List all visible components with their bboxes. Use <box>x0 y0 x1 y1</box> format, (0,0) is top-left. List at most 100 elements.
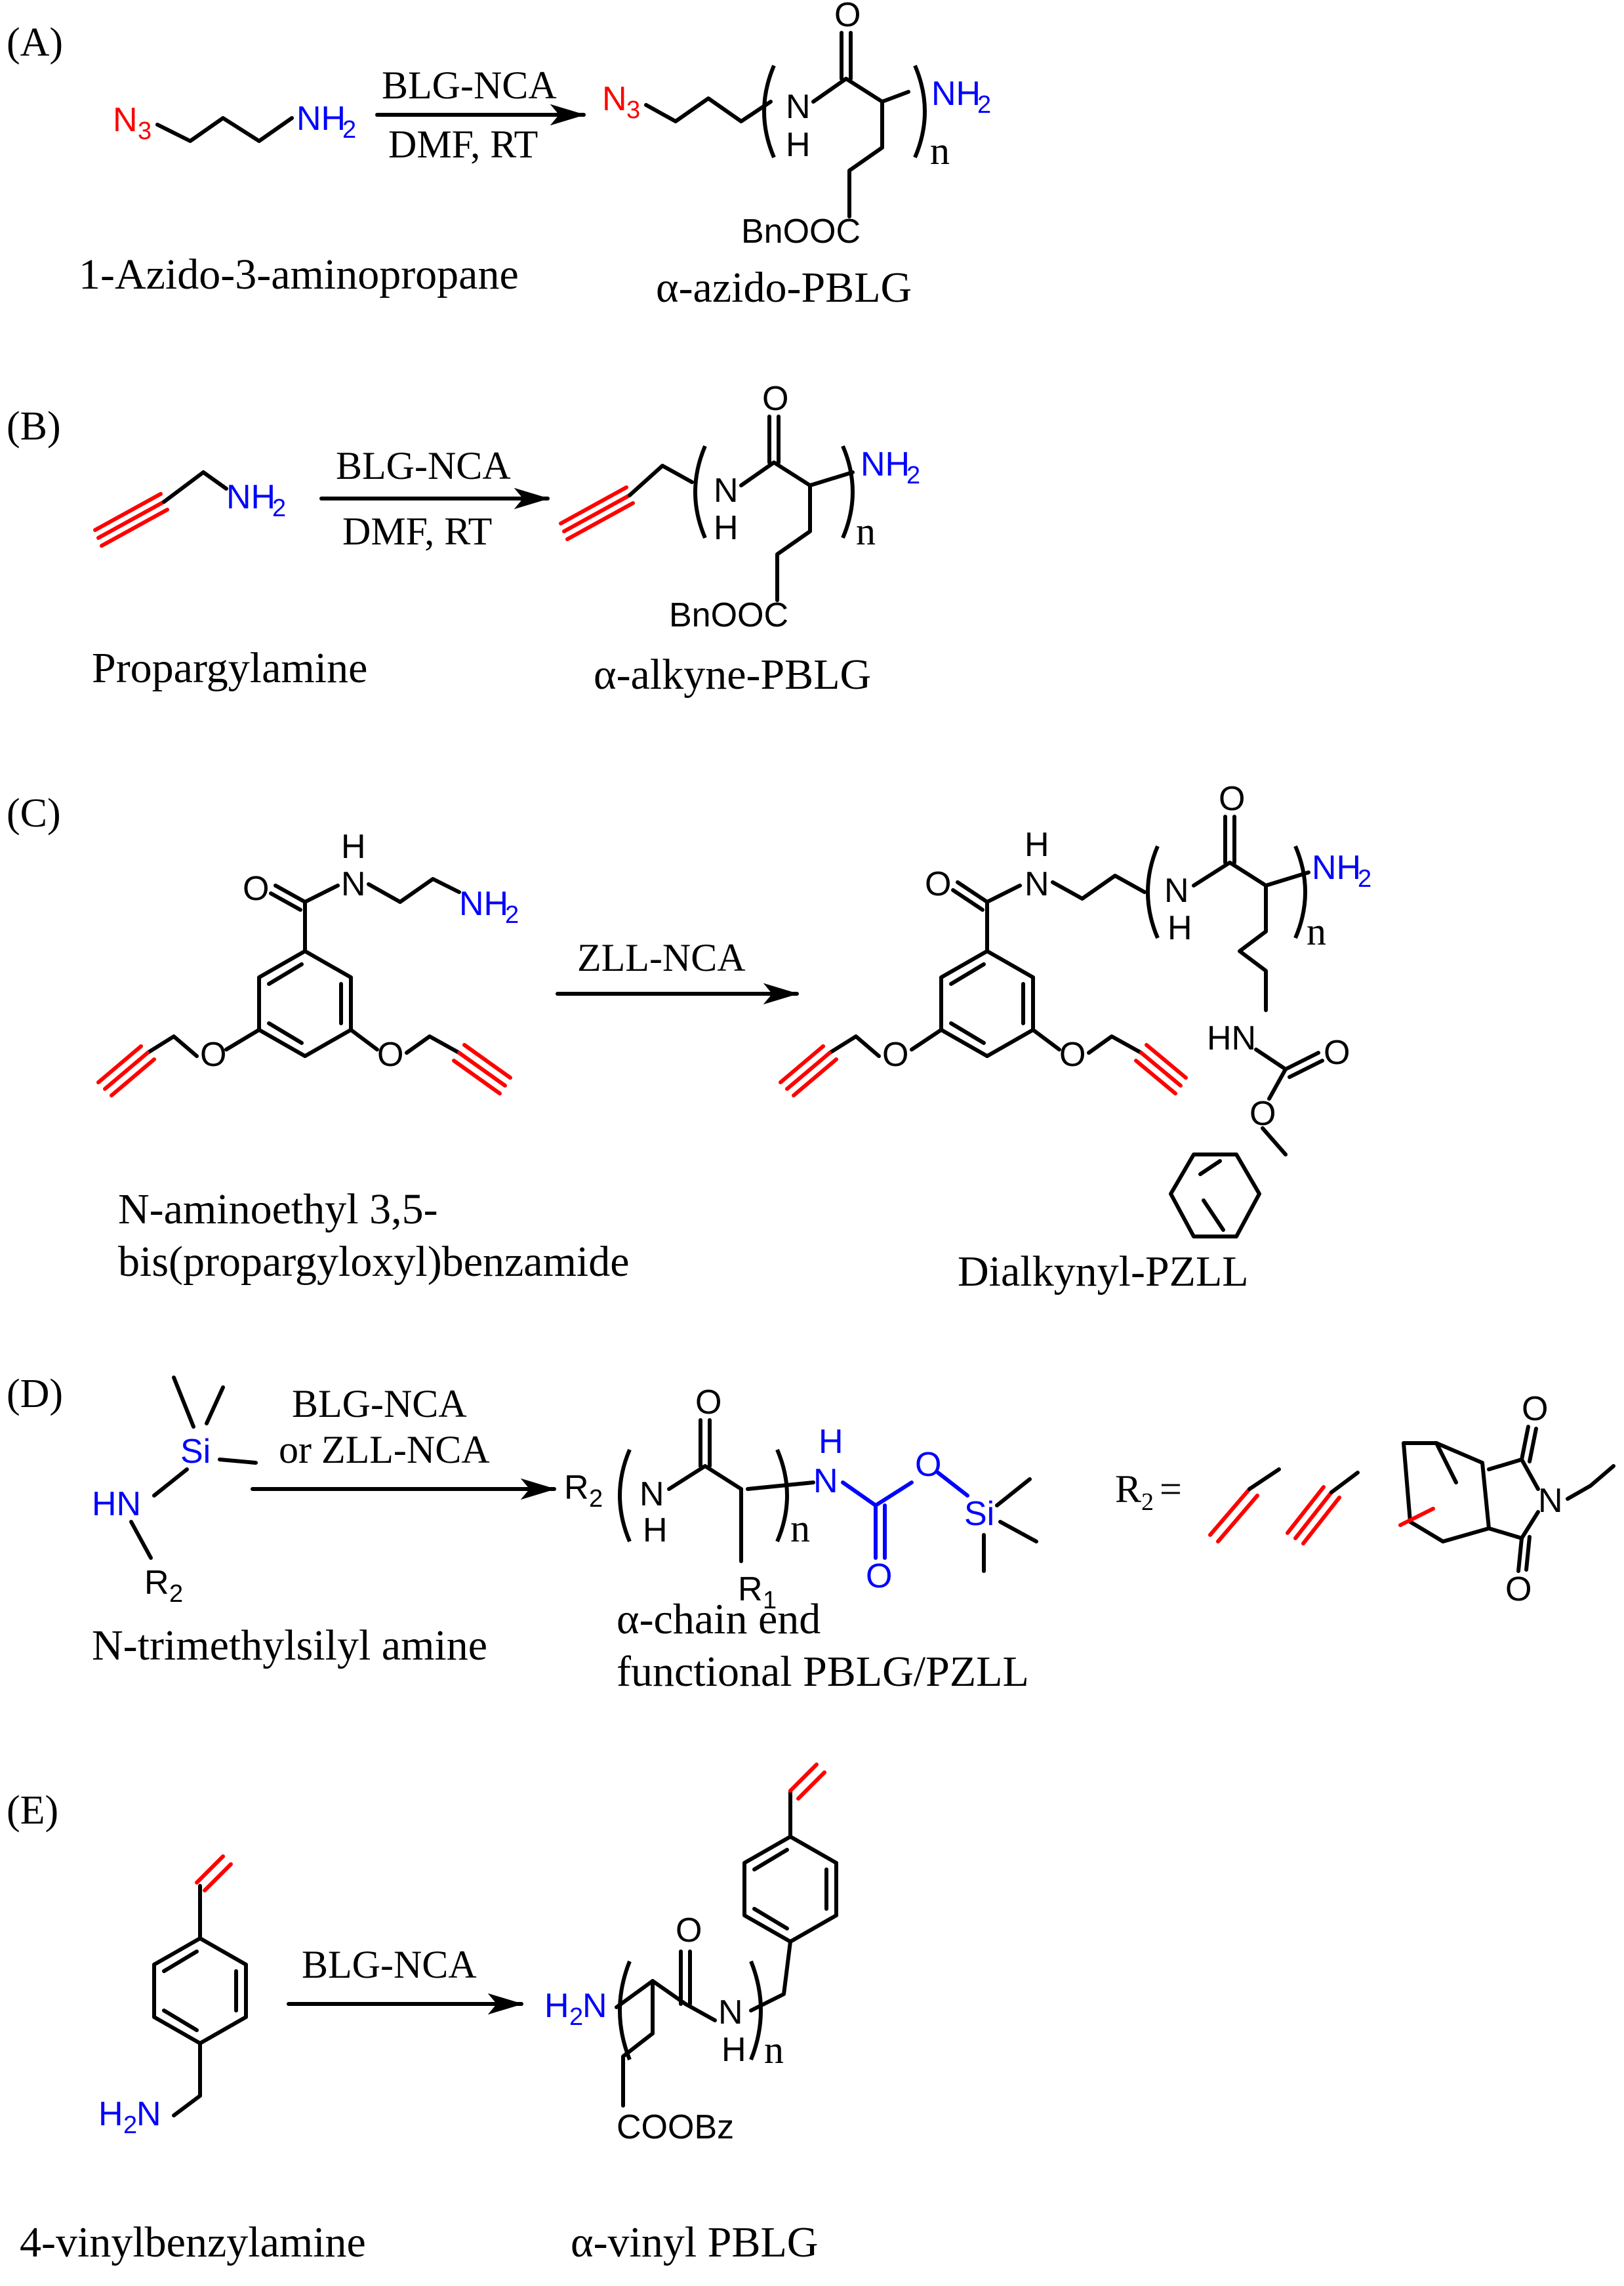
norbornene-bridge <box>1434 1441 1458 1484</box>
carbonyl-o-label: O <box>834 0 861 34</box>
end-amine-subscript: 2 <box>1358 865 1371 893</box>
carbamate-h-label: H <box>819 1423 843 1461</box>
alkyne-bond-1 <box>96 500 166 540</box>
si-n-bond <box>152 1467 189 1498</box>
panel-a-start-name: 1-Azido-3-aminopropane <box>79 251 519 298</box>
methylene-bond <box>162 470 205 504</box>
vinyl-double-2 <box>796 1770 826 1801</box>
amide-n-label: N <box>718 1993 743 2031</box>
panel-a-product-structure: N 3 N H O n NH 2 BnOOC <box>602 0 991 251</box>
propargyl-triple-1 <box>1293 1490 1333 1540</box>
carbonyl-o-label: O <box>762 380 788 418</box>
linker <box>628 464 694 497</box>
r1-subscript: 1 <box>763 1587 777 1614</box>
vinyl-single <box>1248 1467 1281 1491</box>
amide-h-label: H <box>721 2031 746 2069</box>
amine-subscript: 2 <box>123 2112 137 2139</box>
benzyl-link <box>749 1940 792 2012</box>
panel-b-conditions: DMF, RT <box>342 510 492 553</box>
end-amine-label: NH <box>861 445 910 483</box>
r2-subscript: 2 <box>169 1580 183 1608</box>
imide-top <box>1487 1458 1524 1471</box>
repeat-bracket-right <box>749 1960 763 2061</box>
carbonyl-bond <box>956 880 989 904</box>
hn-label: HN <box>92 1485 141 1523</box>
amide-n-label: N <box>639 1475 664 1513</box>
panel-c: (C) O N H NH 2 O O <box>7 780 1371 1296</box>
backbone-h-label: H <box>1167 909 1192 947</box>
amide-h-label: H <box>643 1511 668 1549</box>
panel-a-product-name: α-azido-PBLG <box>656 264 912 312</box>
carbamate-bond-1 <box>841 1480 878 1507</box>
carbonyl-bond <box>274 884 307 904</box>
n-r2-bond <box>129 1520 153 1560</box>
ether-bond-left <box>224 1028 261 1051</box>
ring-double-3 <box>267 1021 304 1045</box>
carbamate-o-label: O <box>866 1557 892 1595</box>
panel-b: (B) NH 2 BLG-NCA DMF, RT N H O n <box>7 380 920 699</box>
carbonyl-bond-2 <box>951 888 985 912</box>
panel-d-start-name: N-trimethylsilyl amine <box>92 1622 487 1669</box>
repeat-n-label: n <box>790 1507 810 1550</box>
ether-o-right: O <box>377 1036 403 1074</box>
alkyne-bond-3 <box>565 501 635 541</box>
ring-double-1 <box>752 1848 789 1871</box>
alkyne-bond-1 <box>562 493 632 533</box>
imide-o-top: O <box>1522 1390 1548 1428</box>
carbamate-bond-2 <box>874 1480 914 1507</box>
amine-h-label: H <box>98 2095 123 2133</box>
r2-def-subscript: 2 <box>1141 1488 1154 1516</box>
ether-bond-left <box>910 1028 943 1051</box>
backbone <box>739 460 812 487</box>
alkyne-left-2 <box>779 1044 825 1084</box>
end-bond <box>808 470 855 487</box>
ring-double-1 <box>949 962 986 986</box>
amine-bond <box>172 2094 202 2117</box>
benzene-ring <box>152 1936 248 2045</box>
panel-c-start-structure: O N H NH 2 O O <box>96 828 519 1097</box>
imide-o-bottom: O <box>1505 1570 1532 1608</box>
azide-n-label: N <box>602 80 627 118</box>
repeat-bracket-right <box>1293 845 1307 939</box>
backbone-n-label: N <box>1164 872 1189 910</box>
amide-n-label: N <box>714 472 739 510</box>
panel-d-reagent-line2: or ZLL-NCA <box>279 1428 490 1471</box>
alkyne-left-2 <box>96 1044 143 1084</box>
vinyl-double-1 <box>195 1854 225 1885</box>
amine-subscript: 2 <box>505 901 519 929</box>
r2-label: R <box>144 1564 169 1602</box>
amine-n-label: N <box>136 2095 161 2133</box>
amide-n-bond <box>985 884 1022 904</box>
imide-co-bottom-2 <box>1524 1535 1532 1572</box>
ring-double-1 <box>267 962 304 986</box>
amine-n-label: N <box>582 1987 607 2025</box>
carbamate-co <box>1284 1051 1320 1071</box>
propyl-chain <box>155 116 294 143</box>
repeat-bracket-right <box>775 1448 789 1543</box>
propargyl-right <box>405 1034 461 1055</box>
carbamate-n-label: N <box>813 1462 838 1500</box>
amide-h-label: H <box>341 828 366 866</box>
ethyl-chain <box>367 877 461 904</box>
amine-h-label: H <box>544 1987 569 2025</box>
amine-subscript: 2 <box>272 495 286 522</box>
side-chain <box>775 483 812 602</box>
carbonyl-o-label: O <box>925 865 951 903</box>
carbonyl-o-label: O <box>243 870 269 908</box>
azide-n-label: N <box>113 101 138 139</box>
panel-e-start-structure: H 2 N <box>98 1854 248 2139</box>
amide-n-label: N <box>786 88 811 126</box>
ring-double-1 <box>162 1949 199 1973</box>
vinyl-double-2 <box>203 1862 233 1892</box>
r2-def-equals: = <box>1160 1467 1182 1511</box>
panel-e-product-name: α-vinyl PBLG <box>571 2218 818 2266</box>
r2-label: R <box>564 1469 589 1507</box>
imide-n-label: N <box>1538 1482 1563 1520</box>
benzyl-double-1 <box>1202 1198 1225 1232</box>
panel-b-product-name: α-alkyne-PBLG <box>594 651 871 699</box>
panel-c-product-structure: O N H N H O n NH 2 HN O O <box>779 780 1371 1238</box>
amine-subscript: 2 <box>342 116 356 144</box>
alkyne-left-1 <box>103 1051 150 1091</box>
alkyne-right-2 <box>462 1043 512 1080</box>
